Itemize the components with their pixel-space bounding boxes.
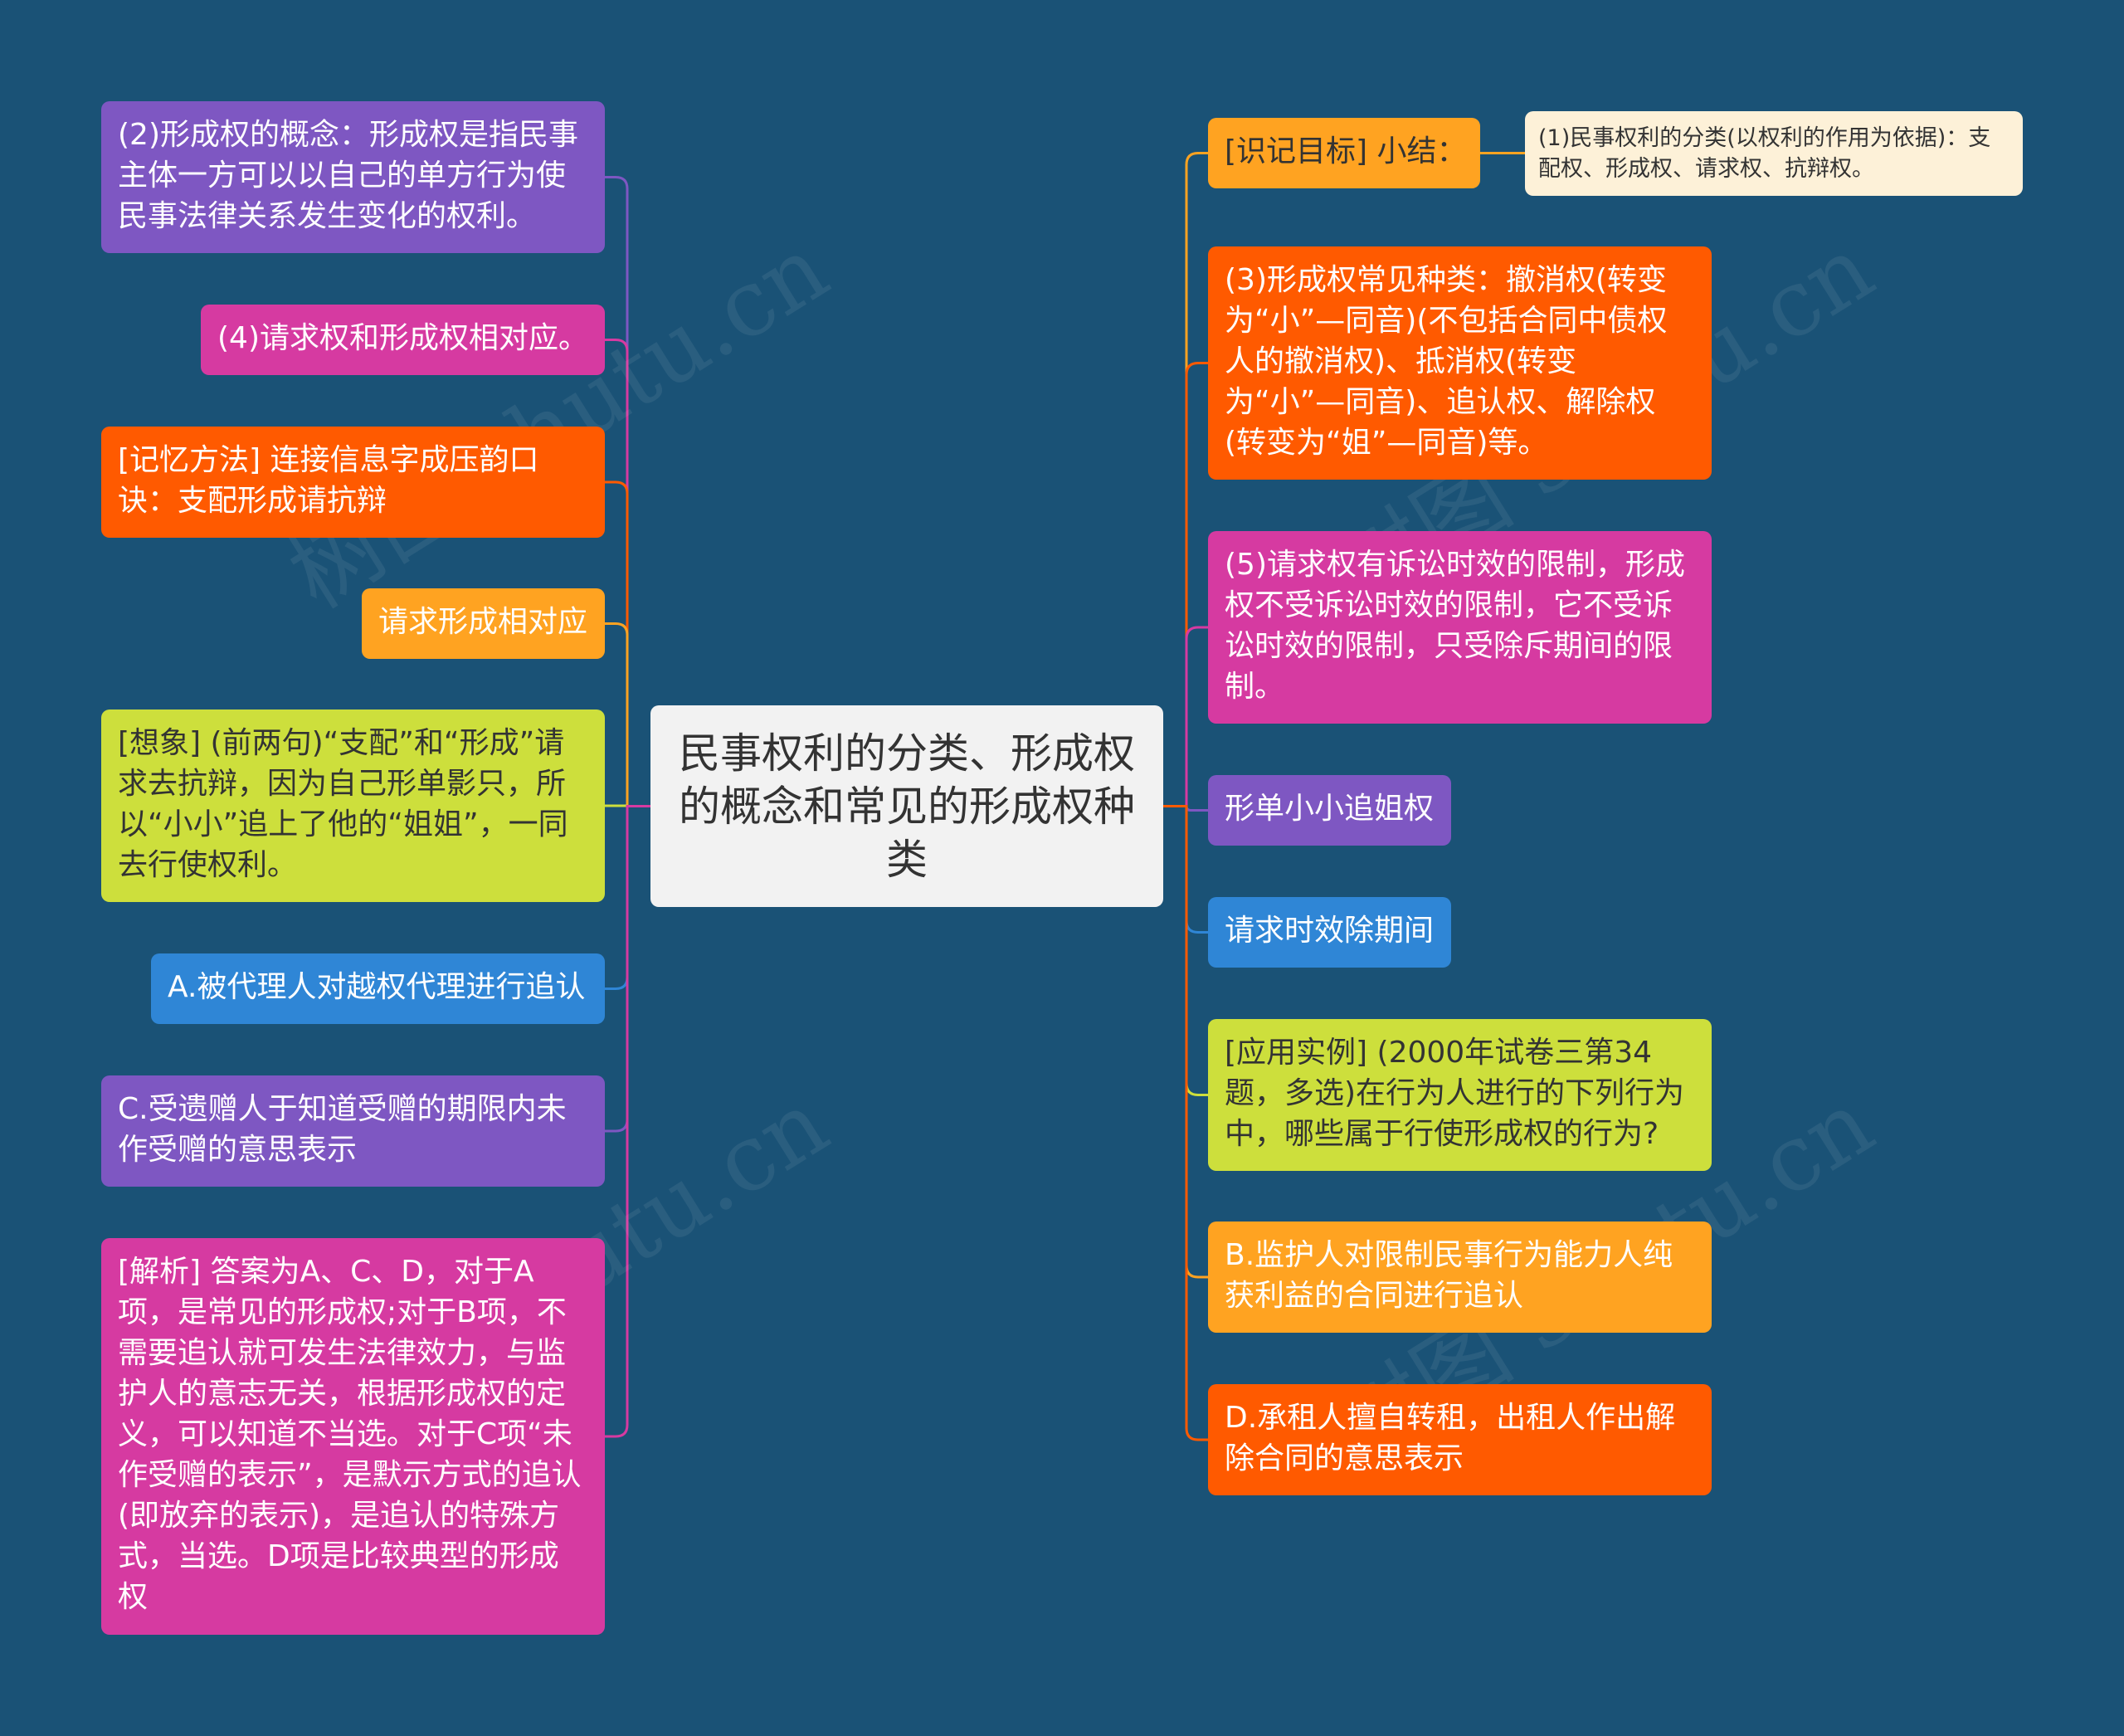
right-node-common-types[interactable]: (3)形成权常见种类：撤消权(转变为“小”—同音)(不包括合同中债权人的撤消权)… xyxy=(1208,246,1712,480)
left-node-concept-of-formative-right[interactable]: (2)形成权的概念：形成权是指民事主体一方可以以自己的单方行为使民事法律关系发生… xyxy=(101,101,605,253)
connector-right-2 xyxy=(1163,626,1208,807)
connector-right-0 xyxy=(1163,152,1208,807)
connector-left-2 xyxy=(605,480,650,807)
central-topic[interactable]: 民事权利的分类、形成权的概念和常见的形成权种类 xyxy=(650,705,1163,907)
left-node-mnemonic-line[interactable]: 请求形成相对应 xyxy=(362,588,605,659)
connector-left-0 xyxy=(605,176,650,807)
left-node-memory-method[interactable]: [记忆方法] 连接信息字成压韵口诀：支配形成请抗辩 xyxy=(101,427,605,538)
left-node-option-a[interactable]: A.被代理人对越权代理进行追认 xyxy=(151,953,605,1024)
left-node-option-c[interactable]: C.受遗赠人于知道受赠的期限内未作受赠的意思表示 xyxy=(101,1075,605,1187)
right-node-application-example[interactable]: [应用实例] (2000年试卷三第34题，多选)在行为人进行的下列行为中，哪些属… xyxy=(1208,1019,1712,1171)
right-node-option-d[interactable]: D.承租人擅自转租，出租人作出解除合同的意思表示 xyxy=(1208,1384,1712,1495)
right-node-limitation-period[interactable]: (5)请求权有诉讼时效的限制，形成权不受诉讼时效的限制，它不受诉讼时效的限制，只… xyxy=(1208,531,1712,724)
connector-left-1 xyxy=(605,339,650,807)
right-node-summary[interactable]: [识记目标] 小结： xyxy=(1208,118,1480,188)
left-node-correspondence[interactable]: (4)请求权和形成权相对应。 xyxy=(201,305,605,375)
right-node-mnemonic-2[interactable]: 请求时效除期间 xyxy=(1208,897,1451,968)
left-node-analysis[interactable]: [解析] 答案为A、C、D，对于A项，是常见的形成权;对于B项，不需要追认就可发… xyxy=(101,1238,605,1635)
right-node-mnemonic-1[interactable]: 形单小小追姐权 xyxy=(1208,775,1451,846)
connector-left-7 xyxy=(605,805,650,1438)
connector-right-1 xyxy=(1163,362,1208,807)
connector-left-3 xyxy=(605,622,650,807)
summary-note[interactable]: (1)民事权利的分类(以权利的作用为依据)：支配权、形成权、请求权、抗辩权。 xyxy=(1525,111,2023,196)
right-node-option-b[interactable]: B.监护人对限制民事行为能力人纯获利益的合同进行追认 xyxy=(1208,1222,1712,1333)
left-node-imagination[interactable]: [想象] (前两句)“支配”和“形成”请求去抗辩，因为自己形单影只，所以“小小”… xyxy=(101,710,605,902)
connector-right-7 xyxy=(1163,805,1208,1441)
